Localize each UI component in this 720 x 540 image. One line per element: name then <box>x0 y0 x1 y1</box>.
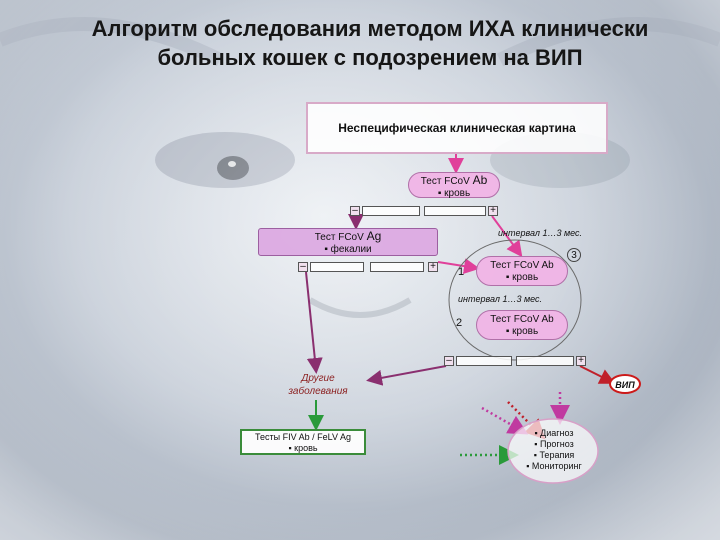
outcome-item: ▪ Прогноз <box>516 439 592 450</box>
step-number-2: 2 <box>456 317 462 329</box>
test-sample: ▪ кровь <box>477 272 567 284</box>
result-bar-minus-ab3 <box>456 356 512 366</box>
result-bar-minus-ab1 <box>362 206 420 216</box>
interval-label-1: интервал 1…3 мес. <box>498 228 582 238</box>
tests-line-2: ▪ кровь <box>242 443 364 454</box>
tests-fiv-felv-box: Тесты FIV Ab / FeLV Ag ▪ кровь <box>240 429 366 455</box>
test-name-ab: Ab <box>473 173 488 187</box>
outcome-item: ▪ Мониторинг <box>516 461 592 472</box>
test-sample: ▪ кровь <box>409 188 499 200</box>
test-name-ag: Ag <box>367 229 382 243</box>
result-bar-plus-ag <box>370 262 424 272</box>
outcome-item: ▪ Терапия <box>516 450 592 461</box>
result-plus-ab1: + <box>488 206 498 216</box>
other-line-1: Другие <box>270 372 366 385</box>
outcome-item: ▪ Диагноз <box>516 428 592 439</box>
test-name: Тест FCoV Ab <box>477 314 567 326</box>
arrow-ag-plus-to-ab2 <box>438 262 476 268</box>
tests-line-1: Тесты FIV Ab / FeLV Ag <box>242 432 364 443</box>
result-bar-plus-ab3 <box>516 356 574 366</box>
vip-diagnosis-badge: ВИП <box>609 374 641 394</box>
arrow-minus-to-other <box>370 366 446 380</box>
result-minus-ag: – <box>298 262 308 272</box>
step-number-1: 1 <box>458 266 464 278</box>
test-sample: ▪ кровь <box>477 326 567 338</box>
test-name: Тест FCoV Ab <box>477 260 567 272</box>
test-fcov-ab-3: Тест FCoV Ab ▪ кровь <box>476 310 568 340</box>
result-plus-ab3: + <box>576 356 586 366</box>
test-sample: ▪ фекалии <box>259 244 437 256</box>
interval-label-2: интервал 1…3 мес. <box>458 294 542 304</box>
other-line-2: заболевания <box>270 385 366 398</box>
result-minus-ab1: – <box>350 206 360 216</box>
clinical-picture-box: Неспецифическая клиническая картина <box>306 102 608 154</box>
outcomes-list: ▪ Диагноз ▪ Прогноз ▪ Терапия ▪ Монитори… <box>516 428 592 472</box>
test-fcov-ab-2: Тест FCoV Ab ▪ кровь <box>476 256 568 286</box>
result-minus-ab3: – <box>444 356 454 366</box>
other-diseases-label: Другие заболевания <box>270 372 366 398</box>
test-name: Тест FCoV <box>315 232 367 243</box>
arrow-ag-minus-to-other <box>306 272 316 370</box>
result-bar-minus-ag <box>310 262 364 272</box>
result-plus-ag: + <box>428 262 438 272</box>
arrow-plus-to-vip <box>580 366 612 382</box>
test-fcov-ab-1: Тест FCoV Ab ▪ кровь <box>408 172 500 198</box>
test-name: Тест FCoV <box>421 176 473 187</box>
test-fcov-ag: Тест FCoV Ag ▪ фекалии <box>258 228 438 256</box>
result-bar-plus-ab1 <box>424 206 486 216</box>
step-number-3: 3 <box>567 248 581 262</box>
